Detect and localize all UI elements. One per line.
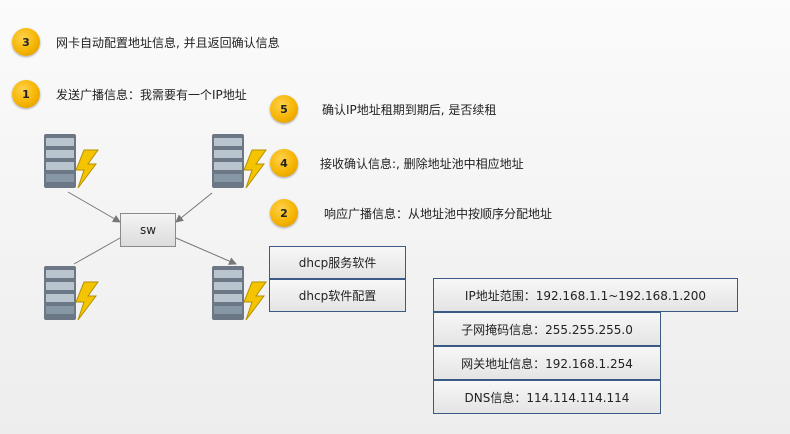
gateway-text: 网关地址信息：192.168.1.254 [461, 356, 633, 371]
step-text: 发送广播信息：我需要有一个IP地址 [56, 87, 247, 102]
line-server1-sw [67, 191, 121, 223]
step-1: 1 发送广播信息：我需要有一个IP地址 [12, 80, 247, 108]
dhcp-config-box: dhcp软件配置 [269, 279, 406, 312]
line-sw-server4 [175, 237, 237, 265]
switch-label: sw [139, 223, 157, 237]
step-text: 接收确认信息:, 删除地址池中相应地址 [320, 156, 524, 171]
server-icon [212, 266, 267, 321]
step-badge: 4 [270, 149, 298, 177]
step-4: 4 接收确认信息:, 删除地址池中相应地址 [270, 149, 524, 177]
server-icon [212, 134, 267, 189]
dns-row: DNS信息：114.114.114.114 [433, 380, 661, 414]
server-icon [44, 134, 99, 189]
step-badge: 1 [12, 80, 40, 108]
ip-range-row: IP地址范围：192.168.1.1~192.168.1.200 [433, 278, 738, 312]
step-badge: 5 [270, 95, 298, 123]
line-server2-sw [175, 192, 213, 223]
subnet-mask-row: 子网掩码信息：255.255.255.0 [433, 312, 661, 346]
step-2: 2 响应广播信息：从地址池中按顺序分配地址 [270, 199, 552, 227]
ip-range-text: IP地址范围：192.168.1.1~192.168.1.200 [464, 288, 707, 303]
dhcp-service-label: dhcp服务软件 [298, 256, 377, 270]
switch-node: sw [120, 213, 176, 247]
dns-text: DNS信息：114.114.114.114 [464, 390, 630, 405]
step-badge: 3 [12, 28, 40, 56]
subnet-mask-text: 子网掩码信息：255.255.255.0 [461, 322, 633, 337]
dhcp-config-label: dhcp软件配置 [298, 289, 377, 303]
step-text: 响应广播信息：从地址池中按顺序分配地址 [324, 206, 553, 221]
line-sw-server3 [73, 237, 121, 265]
server-icon [44, 266, 99, 321]
step-text: 网卡自动配置地址信息, 并且返回确认信息 [56, 35, 280, 50]
step-3: 3 网卡自动配置地址信息, 并且返回确认信息 [12, 28, 280, 56]
dhcp-service-box: dhcp服务软件 [269, 246, 406, 279]
step-badge: 2 [270, 199, 298, 227]
step-text: 确认IP地址租期到期后, 是否续租 [322, 102, 497, 117]
step-5: 5 确认IP地址租期到期后, 是否续租 [270, 95, 496, 123]
gateway-row: 网关地址信息：192.168.1.254 [433, 346, 661, 380]
